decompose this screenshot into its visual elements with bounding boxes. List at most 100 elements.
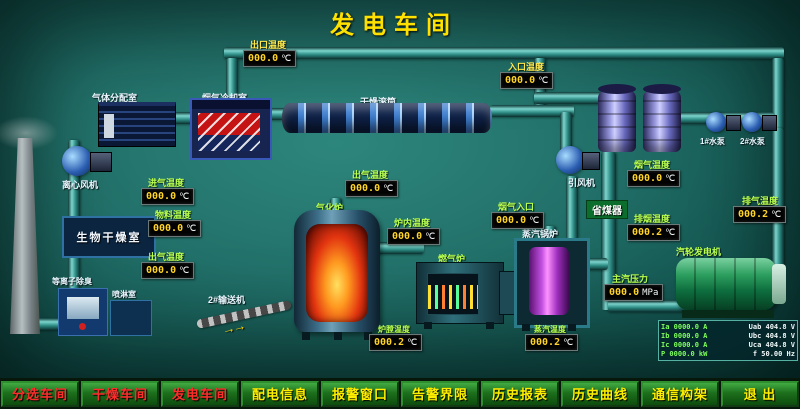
flue-inlet-readout: 000.0℃ bbox=[491, 212, 545, 229]
steam-boiler-label: 蒸汽锅炉 bbox=[522, 229, 559, 239]
conveyor-label: 2#输送机 bbox=[208, 295, 246, 305]
value: 000.2 bbox=[530, 337, 561, 348]
centrifugal-fan-motor bbox=[90, 152, 112, 172]
outgas-temp-left-readout: 000.0℃ bbox=[141, 262, 195, 279]
value: 000.0 bbox=[505, 75, 536, 86]
unit: ℃ bbox=[425, 231, 436, 242]
outgas-temp-center-label: 出气温度 bbox=[352, 170, 389, 180]
pipe bbox=[772, 128, 784, 268]
gas-furnace bbox=[416, 262, 517, 324]
induced-fan-label: 引风机 bbox=[568, 178, 596, 188]
unit: ℃ bbox=[281, 53, 292, 64]
induced-fan bbox=[556, 146, 584, 174]
chimney bbox=[10, 138, 40, 334]
gasifier-leg bbox=[334, 332, 342, 340]
generator-data-panel: Ia 0000.0 A Uab 404.8 V Ib 0000.0 A Ubc … bbox=[658, 320, 798, 361]
pipe bbox=[772, 58, 784, 130]
gen-cell: Ubc 404.8 V bbox=[748, 332, 795, 340]
unit: MPa bbox=[642, 287, 659, 298]
outlet-temp-readout: 000.0℃ bbox=[243, 50, 297, 67]
pipe bbox=[560, 112, 572, 156]
pipe bbox=[226, 58, 238, 102]
pipe bbox=[566, 176, 578, 240]
outlet-temp-label: 出口温度 bbox=[250, 40, 287, 50]
gen-cell: Ic 0000.0 A bbox=[661, 341, 708, 349]
gasifier-leg bbox=[302, 332, 310, 340]
intake-temp-label: 进气温度 bbox=[148, 178, 185, 188]
menu-history-curve[interactable]: 历史曲线 bbox=[561, 380, 639, 407]
pump-1 bbox=[706, 112, 726, 132]
cooler-core bbox=[198, 113, 260, 151]
gen-cell: f 50.00 Hz bbox=[752, 350, 795, 358]
unit: ℃ bbox=[665, 173, 676, 184]
plasma-label: 等离子除臭 bbox=[52, 277, 92, 286]
furnace-inner-temp-label: 炉内温度 bbox=[394, 218, 431, 228]
spray-room bbox=[110, 300, 152, 336]
cooler-cap bbox=[192, 100, 270, 109]
gen-cell: P 0000.0 kW bbox=[661, 350, 708, 358]
value: 000.0 bbox=[146, 265, 177, 276]
inlet-temp-readout: 000.0℃ bbox=[500, 72, 554, 89]
gasifier-leg bbox=[364, 332, 372, 340]
boiler-leg bbox=[522, 324, 530, 331]
main-steam-pressure-label: 主汽压力 bbox=[612, 274, 649, 284]
steam-temp-readout: 000.2℃ bbox=[525, 334, 579, 351]
menu-sorting-workshop[interactable]: 分选车间 bbox=[1, 380, 79, 407]
gas-distribution-chamber bbox=[98, 102, 176, 147]
unit: ℃ bbox=[665, 227, 676, 238]
steam-boiler bbox=[514, 238, 590, 328]
intake-temp-readout: 000.0℃ bbox=[141, 188, 195, 205]
boiler-cylinder bbox=[529, 247, 569, 315]
menu-power-distribution-info[interactable]: 配电信息 bbox=[241, 380, 319, 407]
plasma-unit bbox=[58, 288, 108, 336]
material-temp-label: 物料温度 bbox=[155, 210, 192, 220]
pump-1-label: 1#水泵 bbox=[700, 137, 725, 146]
economizer-tag: 省煤器 bbox=[586, 200, 628, 219]
bottom-menu-bar: 分选车间 干燥车间 发电车间 配电信息 报警窗口 告警界限 历史报表 历史曲线 … bbox=[0, 378, 800, 409]
menu-history-report[interactable]: 历史报表 bbox=[481, 380, 559, 407]
menu-comm-structure[interactable]: 通信构架 bbox=[641, 380, 719, 407]
outgas-temp-left-label: 出气温度 bbox=[148, 252, 185, 262]
pipe bbox=[224, 47, 784, 59]
steam-temp-label: 蒸汽温度 bbox=[534, 325, 566, 334]
menu-power-workshop[interactable]: 发电车间 bbox=[161, 380, 239, 407]
menu-alarm-limits[interactable]: 告警界限 bbox=[401, 380, 479, 407]
page-title: 发电车间 bbox=[330, 12, 458, 39]
hearth-temp-readout: 000.2℃ bbox=[369, 334, 423, 351]
econ-front-flue-readout: 000.0℃ bbox=[627, 170, 681, 187]
value: 000.0 bbox=[392, 231, 423, 242]
outgas-temp-center-readout: 000.0℃ bbox=[345, 180, 399, 197]
furnace-leg bbox=[486, 322, 494, 329]
gas-distribution-panel bbox=[104, 114, 114, 138]
unit: ℃ bbox=[179, 191, 190, 202]
gas-furnace-label: 燃气炉 bbox=[438, 254, 466, 264]
unit: ℃ bbox=[529, 215, 540, 226]
value: 000.2 bbox=[374, 337, 405, 348]
value: 000.2 bbox=[632, 227, 663, 238]
menu-alarm-window[interactable]: 报警窗口 bbox=[321, 380, 399, 407]
pipe bbox=[372, 242, 424, 254]
process-mimic-screen: 发电车间 气体分配室 烟气冷却室 bbox=[0, 0, 800, 378]
pump-1-motor bbox=[726, 115, 741, 131]
unit: ℃ bbox=[186, 223, 197, 234]
plasma-window bbox=[67, 297, 99, 319]
generator-row: Ic 0000.0 A Uca 404.8 V bbox=[661, 341, 795, 349]
drying-drum bbox=[282, 103, 492, 133]
conveyor-flow-arrows: →→ bbox=[220, 317, 246, 338]
storage-tank-1 bbox=[598, 84, 636, 152]
centrifugal-fan bbox=[62, 146, 92, 176]
menu-drying-workshop[interactable]: 干燥车间 bbox=[81, 380, 159, 407]
bio-drying-room: 生物干燥室 bbox=[62, 216, 156, 258]
exhaust-temp-label: 排气温度 bbox=[742, 196, 779, 206]
storage-tank-2 bbox=[643, 84, 681, 152]
econ-front-flue-label: 烟气温度 bbox=[634, 160, 671, 170]
value: 000.0 bbox=[153, 223, 184, 234]
gen-cell: Ib 0000.0 A bbox=[661, 332, 708, 340]
exhaust-temp-readout: 000.2℃ bbox=[733, 206, 787, 223]
gas-distribution-label: 气体分配室 bbox=[92, 93, 138, 103]
gasifier-vessel bbox=[294, 210, 380, 332]
menu-exit[interactable]: 退 出 bbox=[721, 380, 799, 407]
value: 000.0 bbox=[350, 183, 381, 194]
flue-cooling-chamber bbox=[190, 98, 272, 160]
inlet-temp-label: 入口温度 bbox=[508, 62, 545, 72]
